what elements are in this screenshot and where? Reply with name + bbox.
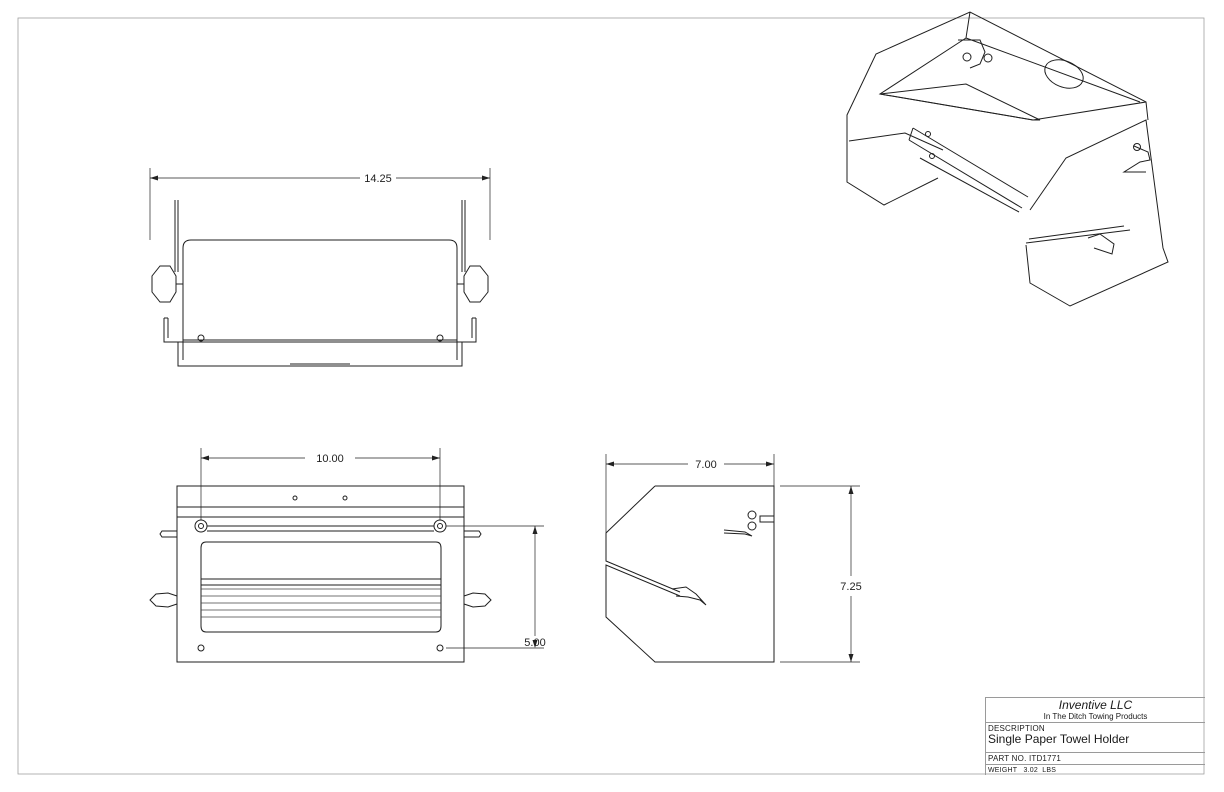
weight-row: WEIGHT 3.02 LBS <box>986 764 1205 776</box>
description-row: DESCRIPTION <box>986 722 1205 753</box>
side-view: 7.00 7.25 <box>605 454 862 663</box>
dim-side-height: 7.25 <box>840 581 861 593</box>
sheet-border <box>17 17 1205 775</box>
company-subtitle: In The Ditch Towing Products <box>1043 712 1148 721</box>
description-value: Single Paper Towel Holder <box>988 732 1130 746</box>
dim-side-width: 7.00 <box>695 459 716 471</box>
dim-top-width: 10.00 <box>316 453 344 465</box>
front-view: 14.25 <box>149 168 491 367</box>
description-label: DESCRIPTION <box>988 724 1045 733</box>
isometric-view <box>846 11 1169 307</box>
title-block: Inventive LLC In The Ditch Towing Produc… <box>985 697 1205 775</box>
part-no-label: PART NO. <box>988 754 1027 763</box>
weight-label: WEIGHT <box>988 767 1018 774</box>
part-no-row: PART NO. ITD1771 <box>986 752 1205 765</box>
weight-value: 3.02 <box>1023 767 1038 774</box>
top-view: 10.00 <box>149 448 546 663</box>
weight-unit: LBS <box>1042 767 1057 774</box>
company-name: Inventive LLC <box>1058 698 1133 712</box>
dim-top-depth: 5.00 <box>524 637 545 649</box>
dim-front-width: 14.25 <box>364 173 392 185</box>
part-no-value: ITD1771 <box>1028 754 1062 763</box>
